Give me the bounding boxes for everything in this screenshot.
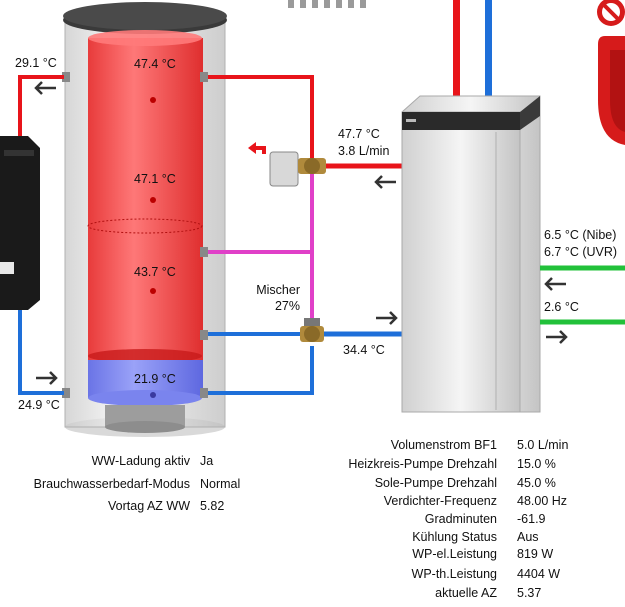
brine-in-uvr: 6.7 °C (UVR) [544,245,618,259]
diverter-valve [248,142,326,187]
arrow-left-icon [544,277,566,291]
info-value: 15.0 % [517,457,556,471]
info-value: 48.00 Hz [517,494,568,508]
info-label: WW-Ladung aktiv [91,454,190,468]
info-value: 5.82 [200,499,225,513]
info-value: -61.9 [517,512,546,526]
hot-pipe-left [18,75,64,136]
return-temp: 34.4 °C [343,343,385,357]
arrow-right-icon [376,311,398,325]
info-label: Vortag AZ WW [108,499,190,513]
mixer-label: Mischer [256,283,300,297]
return-pipe-left [18,310,64,395]
arrow-right-icon [546,330,568,344]
info-label: Gradminuten [424,512,497,526]
top-connectors [288,0,366,8]
mixer-valve [300,318,324,342]
hp-supply-pipe-up [453,0,460,98]
hp-return-pipe-up [485,0,492,98]
tank-low-temp: 43.7 °C [134,265,176,279]
tank-bottom-temp: 21.9 °C [134,372,176,386]
info-value: Normal [200,477,241,491]
prohibited-icon [597,0,625,26]
arrow-left-icon [374,175,396,189]
info-value: Ja [200,454,214,468]
info-label: aktuelle AZ [435,586,497,600]
info-label: Heizkreis-Pumpe Drehzahl [348,457,497,471]
left-device [0,136,40,310]
tank-top-temp: 47.4 °C [134,57,176,71]
info-value: 45.0 % [517,476,556,490]
supply-pipe-to-tank [208,75,314,160]
tank-mid-temp: 47.1 °C [134,172,176,186]
tank-ports [62,72,208,398]
supply-flow: 3.8 L/min [338,144,390,158]
info-label: Volumenstrom BF1 [390,438,497,452]
tank-hot-zone [88,38,203,360]
info-value: Aus [517,530,539,544]
info-value: 5.0 L/min [517,438,569,452]
info-label: WP-th.Leistung [411,567,497,581]
mixer-value: 27% [274,299,300,313]
return-pipe-bottom [208,346,314,395]
brine-out: 2.6 °C [544,300,579,314]
flow-arrows [34,81,568,385]
arrow-left-icon [34,81,56,95]
info-label: Verdichter-Frequenz [383,494,497,508]
hot-out-temp: 29.1 °C [15,56,57,70]
heat-pump-unit [401,95,541,413]
info-value: 819 W [517,547,554,561]
cooling-pipe-elbow [598,36,625,145]
info-label: Kühlung Status [412,530,497,544]
info-label: Brauchwasserbedarf-Modus [33,477,190,491]
info-value: 4404 W [517,567,561,581]
arrow-right-icon [36,371,58,385]
hot-water-tank [63,2,227,437]
supply-temp: 47.7 °C [338,127,380,141]
return-left-temp: 24.9 °C [18,398,60,412]
info-label: Sole-Pumpe Drehzahl [374,476,497,490]
info-label: WP-el.Leistung [412,547,497,561]
info-value: 5.37 [517,586,542,600]
brine-in-nibe: 6.5 °C (Nibe) [544,228,617,242]
